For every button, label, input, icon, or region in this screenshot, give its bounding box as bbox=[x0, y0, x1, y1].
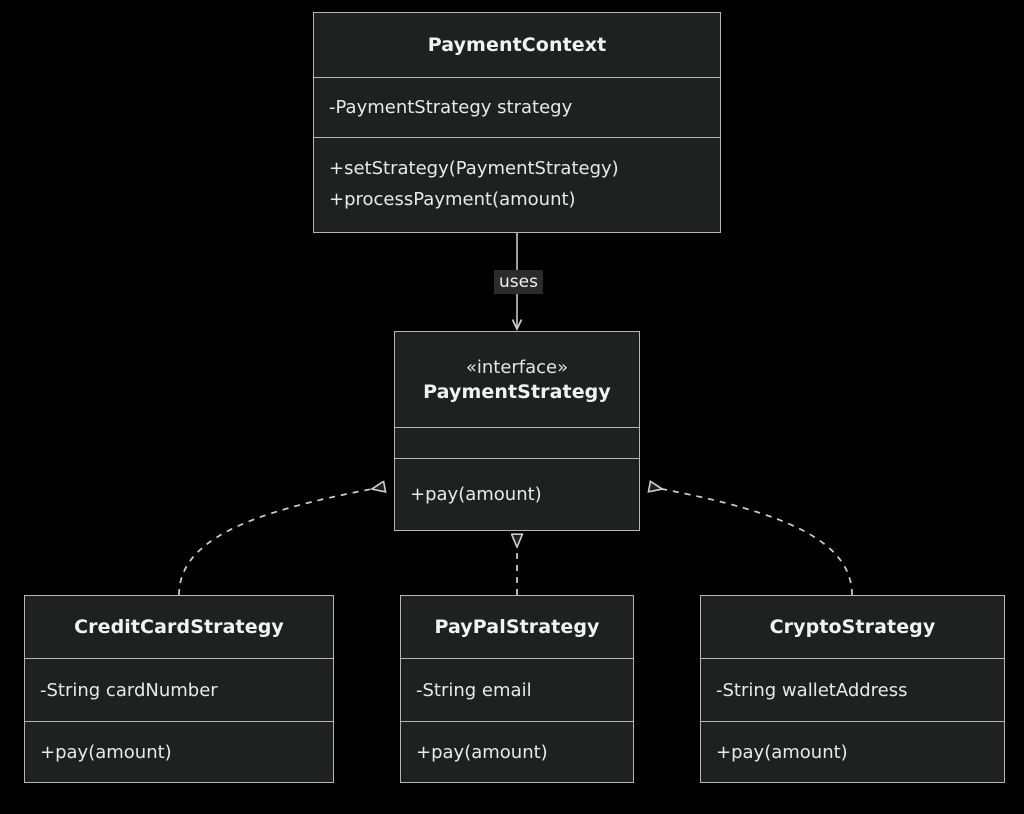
method-row: +pay(amount) bbox=[716, 741, 848, 763]
method-row: +pay(amount) bbox=[410, 483, 542, 505]
attribute-row: -String walletAddress bbox=[716, 679, 908, 701]
class-name-credit-card-strategy: CreditCardStrategy bbox=[74, 615, 284, 638]
class-box-crypto-strategy[interactable]: CryptoStrategy -String walletAddress +pa… bbox=[700, 595, 1005, 783]
class-header-paypal-strategy: PayPalStrategy bbox=[401, 596, 633, 658]
class-name-crypto-strategy: CryptoStrategy bbox=[769, 615, 936, 638]
method-row: +pay(amount) bbox=[416, 741, 548, 763]
class-attributes-paypal-strategy: -String email bbox=[401, 658, 633, 721]
class-methods-crypto-strategy: +pay(amount) bbox=[701, 721, 1004, 782]
class-methods-payment-strategy: +pay(amount) bbox=[395, 458, 639, 529]
class-attributes-payment-context: -PaymentStrategy strategy bbox=[314, 77, 720, 137]
class-name-payment-context: PaymentContext bbox=[427, 33, 607, 56]
method-row: +setStrategy(PaymentStrategy) bbox=[329, 158, 619, 179]
class-attributes-payment-strategy bbox=[395, 427, 639, 458]
class-header-payment-context: PaymentContext bbox=[314, 13, 720, 77]
class-attributes-crypto-strategy: -String walletAddress bbox=[701, 658, 1004, 721]
class-header-credit-card-strategy: CreditCardStrategy bbox=[25, 596, 333, 658]
class-box-credit-card-strategy[interactable]: CreditCardStrategy -String cardNumber +p… bbox=[24, 595, 334, 783]
edge-realize-crypto bbox=[662, 489, 853, 596]
class-methods-credit-card-strategy: +pay(amount) bbox=[25, 721, 333, 782]
method-row: +pay(amount) bbox=[40, 741, 172, 763]
class-header-crypto-strategy: CryptoStrategy bbox=[701, 596, 1004, 658]
attribute-row: -String email bbox=[416, 679, 532, 701]
class-box-paypal-strategy[interactable]: PayPalStrategy -String email +pay(amount… bbox=[400, 595, 634, 783]
attribute-row: -String cardNumber bbox=[40, 679, 218, 701]
edge-label-uses: uses bbox=[494, 270, 543, 294]
method-row: +processPayment(amount) bbox=[329, 189, 576, 210]
class-box-payment-context[interactable]: PaymentContext -PaymentStrategy strategy… bbox=[313, 12, 721, 233]
class-box-payment-strategy[interactable]: «interface» PaymentStrategy +pay(amount) bbox=[394, 331, 640, 531]
class-stereotype-payment-strategy: «interface» bbox=[465, 356, 569, 378]
class-attributes-credit-card-strategy: -String cardNumber bbox=[25, 658, 333, 721]
class-name-paypal-strategy: PayPalStrategy bbox=[434, 615, 600, 638]
class-name-payment-strategy: PaymentStrategy bbox=[423, 380, 611, 403]
edge-realize-creditcard bbox=[178, 489, 372, 596]
attribute-row: -PaymentStrategy strategy bbox=[329, 97, 573, 118]
class-header-payment-strategy: «interface» PaymentStrategy bbox=[395, 332, 639, 427]
class-methods-paypal-strategy: +pay(amount) bbox=[401, 721, 633, 782]
class-methods-payment-context: +setStrategy(PaymentStrategy) +processPa… bbox=[314, 137, 720, 230]
